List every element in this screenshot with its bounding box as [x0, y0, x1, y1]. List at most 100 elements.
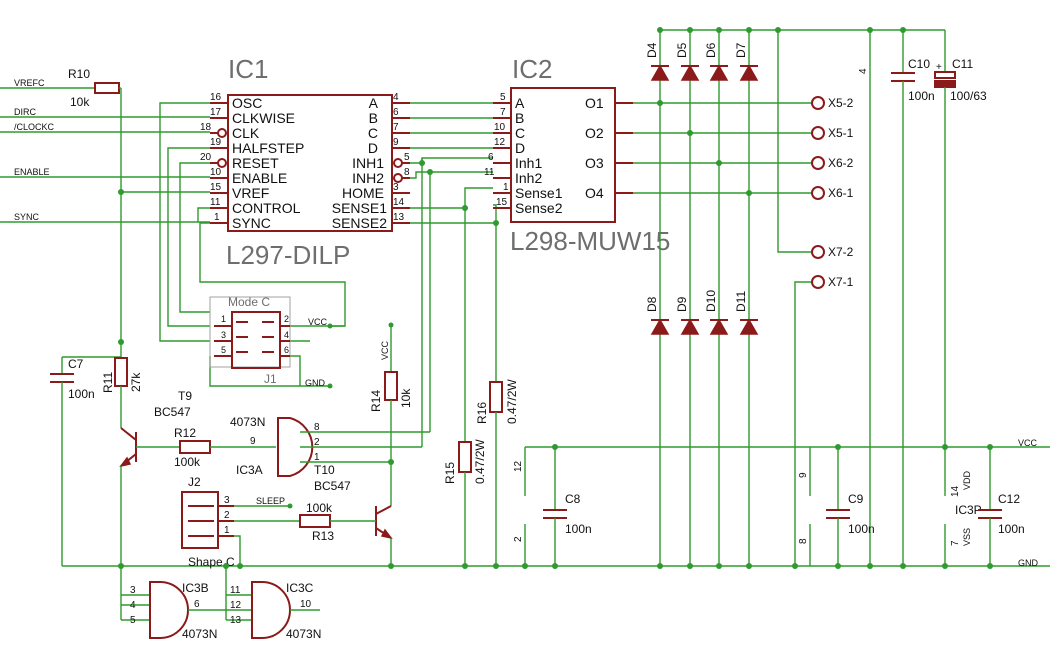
ic2-l298: IC2 L298-MUW15 5 7 10 12 6 11 1 15 A B C…	[484, 54, 670, 256]
j1-name: J1	[264, 372, 277, 386]
svg-text:19: 19	[210, 137, 222, 148]
svg-text:D: D	[515, 140, 525, 156]
svg-text:6: 6	[393, 107, 399, 118]
c10-value: 100n	[908, 89, 935, 103]
resistor-r12: R12 100k	[136, 426, 276, 469]
svg-text:B: B	[515, 110, 524, 126]
svg-text:5: 5	[221, 345, 226, 355]
diodes-top: D4 D5 D6 D7	[645, 42, 759, 81]
svg-text:O4: O4	[585, 185, 604, 201]
svg-text:SENSE1: SENSE1	[332, 200, 387, 216]
svg-text:16: 16	[210, 92, 222, 103]
svg-text:Sense1: Sense1	[515, 185, 563, 201]
svg-text:6: 6	[284, 345, 289, 355]
c7-name: C7	[68, 357, 84, 371]
svg-text:11: 11	[484, 167, 495, 178]
t10-value: BC547	[314, 479, 351, 493]
svg-text:14: 14	[393, 197, 405, 208]
svg-text:HALFSTEP: HALFSTEP	[232, 140, 304, 156]
diode-d8: D8	[645, 296, 659, 312]
r14-name: R14	[369, 390, 383, 412]
svg-text:3: 3	[221, 330, 226, 340]
svg-text:5: 5	[500, 92, 506, 103]
net-sync: SYNC	[14, 212, 40, 222]
svg-text:SENSE2: SENSE2	[332, 215, 387, 231]
gate-ic3b: 3 4 5 6 IC3B 4073N	[120, 566, 252, 641]
svg-text:1: 1	[503, 182, 509, 193]
net-dirc: DIRC	[14, 107, 36, 117]
ic1-right-pin-labels: A B C D INH1 INH2 HOME SENSE1 SENSE2	[332, 95, 387, 231]
diode-d7: D7	[734, 42, 748, 58]
ic1-value: L297-DILP	[226, 240, 350, 270]
c9-name: C9	[848, 492, 864, 506]
svg-text:Inh2: Inh2	[515, 170, 542, 186]
ic3b-name: IC3B	[182, 581, 209, 595]
svg-text:7: 7	[950, 540, 961, 546]
gate-ic3a: 9 8 2 1 4073N IC3A	[230, 415, 430, 477]
c8-name: C8	[565, 492, 581, 506]
c9-value: 100n	[848, 522, 875, 536]
svg-text:4: 4	[130, 600, 136, 611]
capacitor-c8: C8 100n	[543, 447, 592, 566]
j1-title: Mode C	[228, 295, 270, 309]
diodes-bottom: D8 D9 D10 D11	[645, 290, 759, 335]
svg-text:6: 6	[488, 152, 494, 163]
capacitor-c10: C10 100n	[891, 30, 935, 566]
connector-x7-2: X7-2	[828, 245, 854, 259]
j2-name: J2	[188, 475, 201, 489]
ic1-l297: IC1 L297-DILP 16 17 18 19 20 10 15 11 1 …	[200, 54, 410, 270]
diode-d11: D11	[734, 291, 748, 312]
svg-text:C: C	[515, 125, 525, 141]
svg-text:7: 7	[393, 122, 399, 133]
jumper-j1: Mode C 1 2 3 4 5 6 J1 VCC GND	[209, 295, 328, 388]
r14-value: 10k	[399, 388, 413, 408]
svg-text:1: 1	[314, 452, 320, 463]
c12-value: 100n	[998, 522, 1025, 536]
ic2-right-pins	[615, 102, 633, 194]
connector-x7-1: X7-1	[828, 275, 854, 289]
ic3a-value: 4073N	[230, 415, 265, 429]
r13-value: 100k	[306, 501, 333, 515]
svg-text:8: 8	[404, 167, 410, 178]
connector-x6-2: X6-2	[828, 156, 854, 170]
svg-text:6: 6	[194, 599, 200, 610]
r10-value: 10k	[70, 95, 90, 109]
r16-name: R16	[475, 402, 489, 424]
j1-vcc-label: VCC	[308, 317, 328, 327]
svg-text:HOME: HOME	[342, 185, 384, 201]
svg-text:10: 10	[300, 599, 312, 610]
capacitor-c9: C9 100n	[826, 447, 875, 566]
svg-text:8: 8	[314, 422, 320, 433]
ic2-power: 4 12 2 9 8	[513, 30, 871, 566]
c10-name: C10	[908, 57, 930, 71]
svg-text:14: 14	[950, 485, 961, 497]
svg-text:2: 2	[284, 314, 289, 324]
t9-name: T9	[178, 389, 192, 403]
ic3p-name: IC3P	[955, 503, 982, 517]
svg-text:ENABLE: ENABLE	[232, 170, 287, 186]
svg-text:C: C	[368, 125, 378, 141]
svg-text:O2: O2	[585, 125, 604, 141]
svg-text:12: 12	[230, 600, 242, 611]
ic1-right-pin-numbers: 4 6 7 9 5 8 3 14 13	[393, 92, 410, 223]
capacitor-c11: + C11 100/63	[934, 30, 987, 447]
c7-value: 100n	[68, 387, 95, 401]
svg-text:O1: O1	[585, 95, 604, 111]
ic2-gnd2-pin: 2	[513, 536, 524, 542]
svg-text:20: 20	[200, 152, 212, 163]
svg-text:7: 7	[500, 107, 506, 118]
resistor-r16: R16 0.47/2W	[475, 223, 519, 566]
svg-text:9: 9	[393, 137, 399, 148]
svg-text:Inh1: Inh1	[515, 155, 542, 171]
ic1-left-pin-labels: OSC CLKWISE CLK HALFSTEP RESET ENABLE VR…	[232, 95, 304, 231]
svg-text:2: 2	[314, 437, 320, 448]
j1-gnd-label: GND	[305, 378, 326, 388]
r11-value: 27k	[129, 372, 143, 392]
svg-text:13: 13	[393, 212, 405, 223]
j1-pins	[214, 321, 290, 357]
r11-name: R11	[101, 372, 115, 393]
svg-text:13: 13	[230, 615, 242, 626]
svg-text:A: A	[369, 95, 379, 111]
svg-text:11: 11	[230, 585, 241, 596]
ic1-left-pin-numbers: 16 17 18 19 20 10 15 11 1	[200, 92, 222, 223]
